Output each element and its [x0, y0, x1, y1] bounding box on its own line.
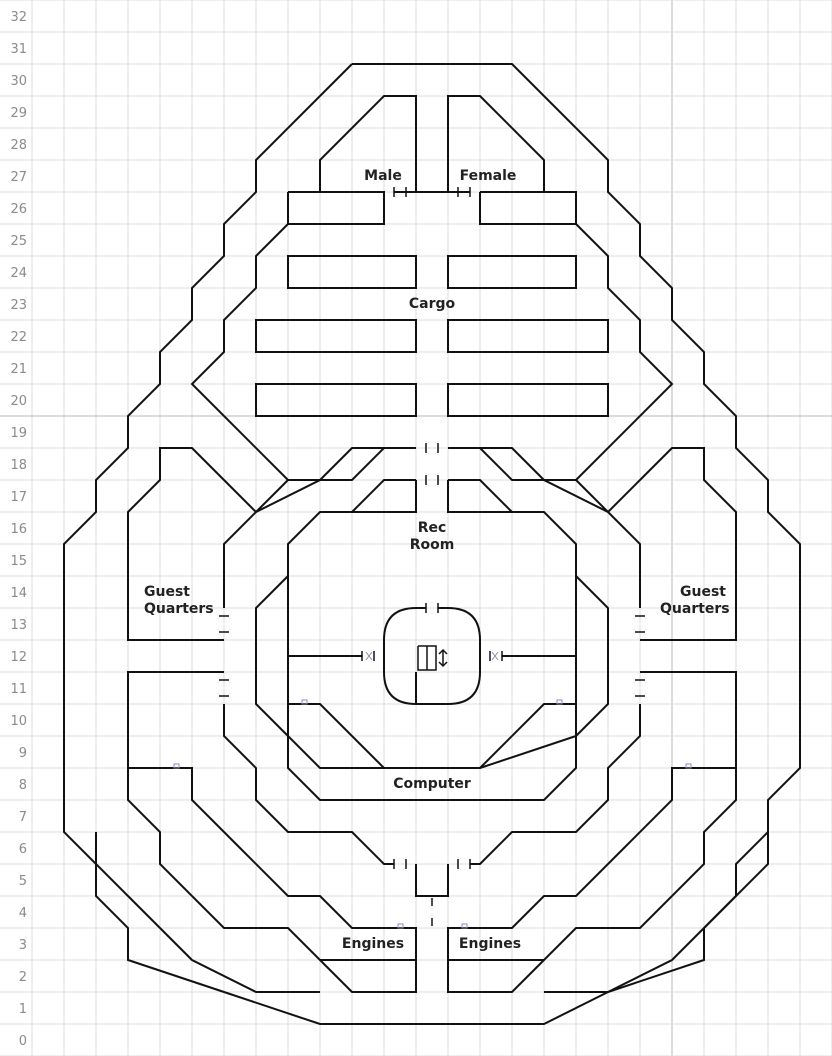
guest-quarters-left-lower — [127, 671, 416, 961]
label-rec-room-2: Room — [410, 537, 455, 553]
rec-room-upper-right — [448, 479, 513, 513]
rec-ring-outer-right — [448, 447, 641, 608]
label-male: Male — [364, 168, 402, 184]
cargo-boundary-right — [448, 223, 674, 481]
door-ticks — [219, 187, 645, 926]
vent-markers — [173, 651, 692, 929]
cargo-shelf — [287, 255, 417, 289]
y-axis-label: 24 — [10, 266, 27, 281]
y-axis-label: 22 — [10, 330, 27, 345]
rec-ring-right-lower — [470, 704, 641, 865]
engines-right — [447, 767, 736, 993]
rec-room-upper — [351, 479, 416, 513]
engines-right-outer — [544, 832, 769, 993]
label-computer: Computer — [393, 776, 471, 792]
y-axis-label: 15 — [10, 554, 27, 569]
y-axis-label: 5 — [19, 874, 27, 889]
engine-core — [415, 864, 449, 897]
y-axis-label: 32 — [10, 10, 27, 25]
label-engines-left: Engines — [342, 936, 404, 952]
y-axis-label: 28 — [10, 138, 27, 153]
y-axis-label: 0 — [19, 1034, 27, 1049]
walls — [63, 63, 801, 1025]
cargo-shelf — [447, 255, 577, 289]
y-axis-label: 29 — [10, 106, 27, 121]
restroom-bar-right — [479, 191, 577, 225]
y-axis-label: 19 — [10, 426, 27, 441]
guest-quarters-right-lower — [448, 671, 737, 961]
y-axis-label: 26 — [10, 202, 27, 217]
guest-quarters-left — [127, 447, 289, 641]
engines-left — [128, 767, 417, 993]
rec-side-right — [575, 575, 609, 737]
label-guest-right-2: Quarters — [660, 601, 730, 617]
y-axis-label: 23 — [10, 298, 27, 313]
label-guest-left-1: Guest — [144, 584, 190, 600]
y-axis-label: 16 — [10, 522, 27, 537]
cargo-shelf — [255, 319, 417, 353]
y-axis-label: 9 — [19, 746, 27, 761]
y-axis-label: 11 — [10, 682, 27, 697]
male-room — [319, 95, 417, 192]
y-axis-label: 18 — [10, 458, 27, 473]
cargo-shelf — [447, 383, 609, 417]
y-axis-label: 6 — [19, 842, 27, 857]
y-axis-label: 3 — [19, 938, 27, 953]
y-axis-labels: 0123456789101112131415161718192021222324… — [10, 10, 27, 1049]
rec-ring-left-lower — [223, 704, 394, 865]
label-female: Female — [460, 168, 517, 184]
label-engines-right: Engines — [459, 936, 521, 952]
guest-quarters-right — [575, 447, 737, 641]
y-axis-label: 31 — [10, 42, 27, 57]
y-axis-label: 2 — [19, 970, 27, 985]
label-cargo: Cargo — [409, 296, 456, 312]
elevator — [417, 645, 437, 671]
y-axis-label: 13 — [10, 618, 27, 633]
elevator-arrow-down — [438, 661, 448, 668]
rec-ring-outer-left — [223, 447, 416, 608]
engines-left-outer — [95, 832, 320, 993]
central-core — [383, 607, 481, 705]
y-axis-label: 10 — [10, 714, 27, 729]
y-axis-label: 1 — [19, 1002, 27, 1017]
elevator-arrow-up — [438, 648, 448, 655]
y-axis-label: 7 — [19, 810, 27, 825]
y-axis-label: 8 — [19, 778, 27, 793]
y-axis-label: 12 — [10, 650, 27, 665]
label-guest-left-2: Quarters — [144, 601, 214, 617]
y-axis-label: 30 — [10, 74, 27, 89]
restroom-bar — [287, 191, 385, 225]
y-axis-label: 25 — [10, 234, 27, 249]
y-axis-label: 20 — [10, 394, 27, 409]
cargo-shelf — [255, 383, 417, 417]
label-guest-right-1: Guest — [680, 584, 726, 600]
y-axis-label: 4 — [19, 906, 27, 921]
female-room — [447, 95, 545, 192]
computer-room — [287, 703, 577, 801]
y-axis-label: 27 — [10, 170, 27, 185]
y-axis-label: 17 — [10, 490, 27, 505]
room-labels: Male Female Cargo Rec Room Guest Quarter… — [144, 168, 730, 952]
cargo-boundary — [190, 223, 416, 481]
label-rec-room-1: Rec — [418, 520, 447, 536]
rec-side-left — [255, 575, 289, 737]
y-axis-label: 21 — [10, 362, 27, 377]
cargo-shelf — [447, 319, 609, 353]
y-axis-label: 14 — [10, 586, 27, 601]
